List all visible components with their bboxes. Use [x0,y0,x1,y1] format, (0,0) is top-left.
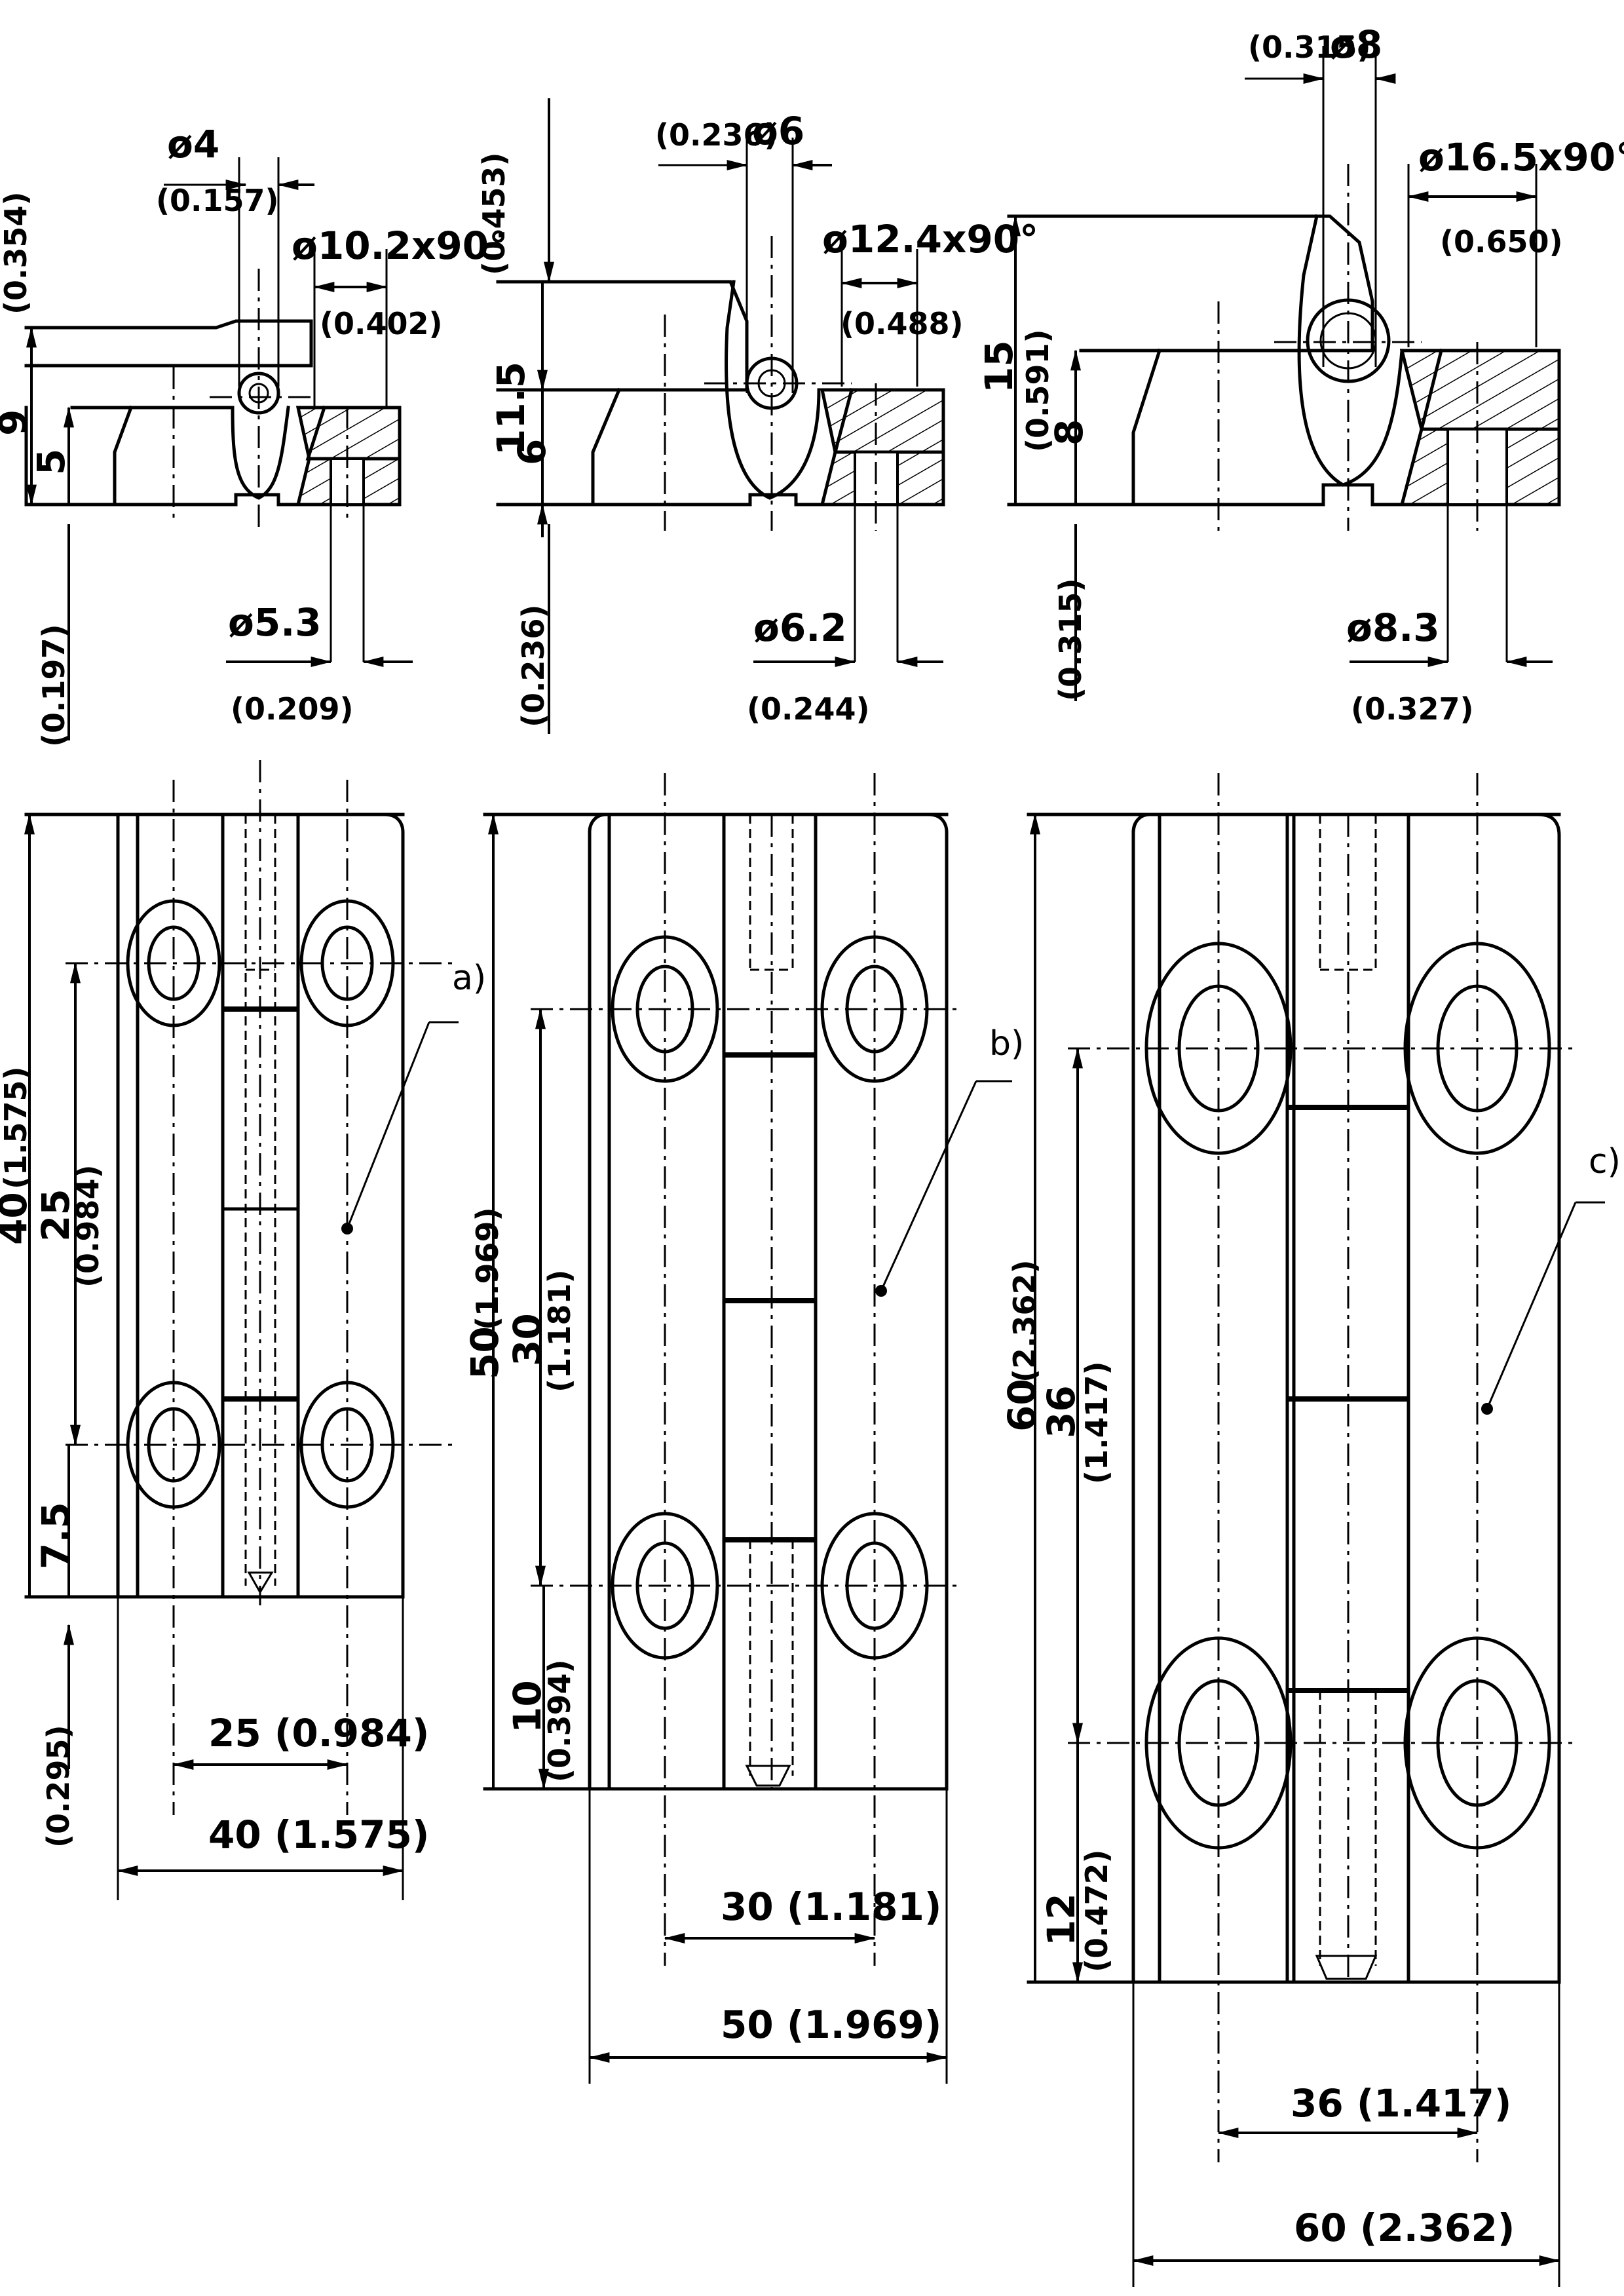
top-view-a-dims [26,157,413,740]
b-leaf-height-in: (0.236) [516,604,551,727]
c-edge-v: 12 [1039,1893,1084,1946]
c-countersink: ø16.5x90° [1418,135,1624,180]
b-total-height: 11.5 [489,362,533,455]
c-hole-pitch-v: 36 [1039,1385,1084,1438]
b-height-in: (1.969) [470,1207,505,1330]
top-view-a [24,269,402,531]
a-total-height-in: (0.354) [0,191,33,315]
c-hole-diameter: ø8.3 [1346,605,1440,650]
a-leaf-height: 5 [29,449,73,475]
labels: ø4 (0.157) ø10.2x90° (0.402) ø5.3 (0.209… [0,22,1624,2250]
a-hole-pitch-v: 25 [33,1189,78,1242]
top-view-b-dims [537,98,943,734]
b-hole-diameter-in: (0.244) [747,691,870,727]
a-countersink-in: (0.402) [320,306,443,341]
b-pin-diameter: ø6 [752,109,804,153]
a-height: 40 [0,1192,35,1245]
c-hole-diameter-in: (0.327) [1351,691,1474,727]
a-hole-pitch-h: 25 (0.984) [208,1711,429,1755]
front-view-a-dims [24,813,404,1900]
a-edge-v: 7.5 [33,1502,78,1569]
c-leaf-height-in: (0.315) [1053,578,1088,701]
b-hole-pitch-v: 30 [505,1313,550,1366]
c-width: 60 (2.362) [1294,2206,1515,2250]
c-edge-v-in: (0.472) [1079,1849,1114,1972]
a-hole-diameter: ø5.3 [228,600,322,645]
label-b: b) [989,1024,1024,1063]
b-hole-pitch-h: 30 (1.181) [721,1885,941,1929]
b-height: 50 [463,1326,507,1379]
c-hole-pitch-v-in: (1.417) [1079,1361,1114,1484]
a-width: 40 (1.575) [208,1812,429,1857]
front-view-c-dims [1030,813,1560,2287]
label-a: a) [452,959,486,998]
b-countersink-in: (0.488) [840,306,964,341]
label-c: c) [1589,1142,1621,1181]
b-hole-diameter: ø6.2 [753,605,847,650]
a-pin-diameter-in: (0.157) [156,183,279,218]
a-hole-pitch-v-in: (0.984) [70,1164,105,1288]
front-view-c [1027,773,1605,2162]
b-countersink: ø12.4x90° [822,217,1038,261]
b-leaf-height: 6 [510,439,554,465]
c-pin-diameter-in: (0.315) [1248,29,1371,65]
c-height: 60 [1000,1379,1044,1432]
c-total-height: 15 [977,340,1021,393]
top-view-c [1007,164,1561,531]
c-pin-diameter: ø8 [1330,22,1382,67]
b-width: 50 (1.969) [721,2002,941,2047]
b-total-height-in: (0.453) [476,152,512,275]
a-countersink: ø10.2x90° [292,223,508,268]
c-countersink-in: (0.650) [1440,224,1563,259]
top-view-c-dims [1010,46,1553,701]
a-total-height: 9 [0,410,35,436]
a-height-in: (1.575) [0,1066,33,1189]
b-pin-diameter-in: (0.236) [655,117,778,153]
c-height-in: (2.362) [1007,1259,1042,1383]
b-edge-v: 10 [505,1680,550,1733]
front-view-b-dims [488,813,948,2084]
a-pin-diameter: ø4 [167,122,219,166]
top-view-b [496,236,945,531]
c-total-height-in: (0.591) [1020,329,1055,452]
b-edge-v-in: (0.394) [542,1659,577,1782]
a-edge-v-in: (0.295) [41,1725,76,1848]
b-hole-pitch-v-in: (1.181) [542,1269,577,1392]
c-hole-pitch-h: 36 (1.417) [1291,2081,1511,2126]
front-view-b [483,773,1012,1966]
a-hole-diameter-in: (0.209) [231,691,354,727]
c-leaf-height: 8 [1047,419,1091,446]
a-leaf-height-in: (0.197) [36,624,71,747]
front-view-a [24,760,459,1815]
